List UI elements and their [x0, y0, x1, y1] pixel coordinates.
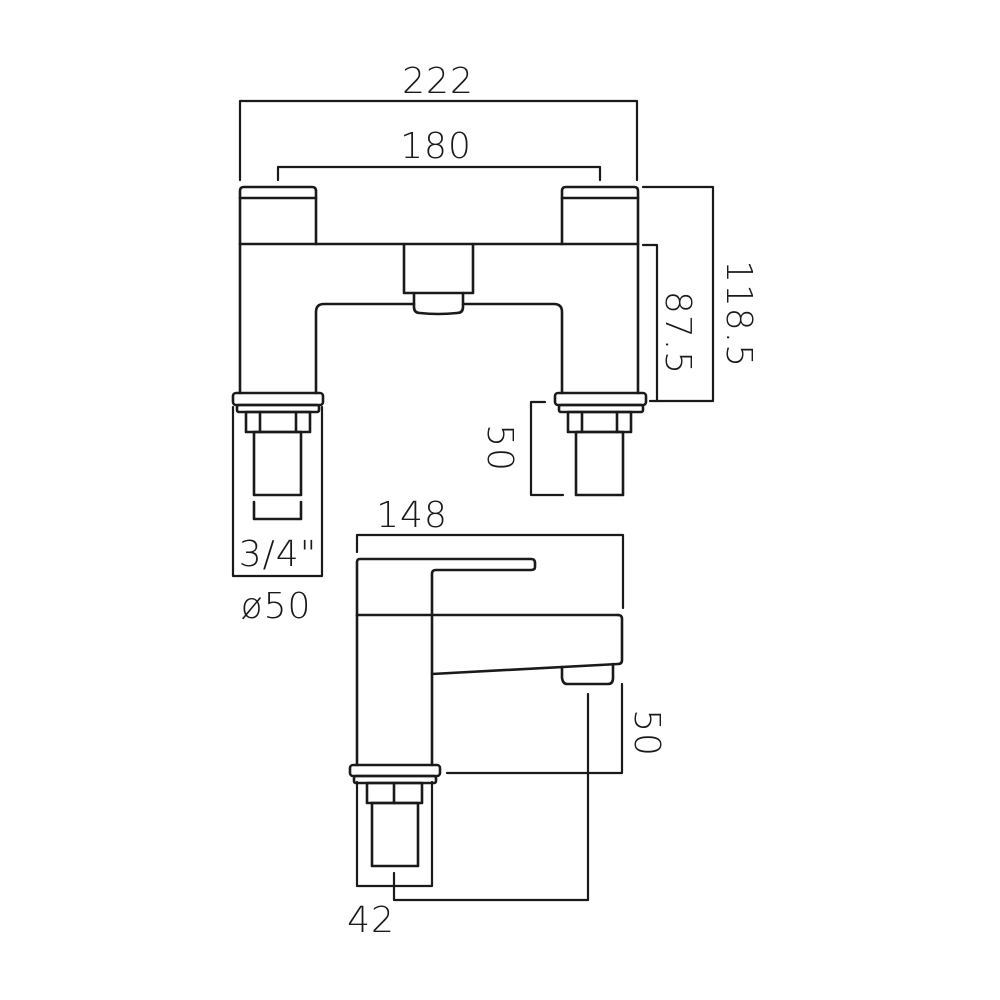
projection-label: 148: [376, 495, 448, 536]
left-handle: [238, 185, 318, 246]
bath-spout: [402, 242, 475, 316]
shank-length-dimension: 50: [479, 400, 565, 497]
base-diameter-label: ø50: [241, 586, 312, 627]
spout-clearance-label: 50: [626, 709, 667, 757]
basin-body: [355, 613, 624, 767]
right-handle: [560, 185, 640, 246]
basin-leg: [348, 763, 442, 888]
tap-centres-dimension: 180: [276, 126, 602, 182]
overall-width-label: 222: [402, 61, 474, 102]
tap-centres-label: 180: [400, 126, 472, 167]
spout-reach-dimension: 42: [347, 692, 590, 941]
overall-width-dimension: 222: [238, 61, 639, 182]
spout-height-label: 87.5: [657, 291, 698, 375]
lever-handle: [355, 557, 537, 617]
bridge-body: [238, 242, 640, 395]
spout-reach-label: 42: [347, 900, 395, 941]
basin-mixer-drawing: 148 50 42: [347, 495, 667, 941]
left-leg: 3/4" ø50: [231, 391, 325, 627]
overall-height-label: 118.5: [718, 260, 759, 368]
spout-height-dimension: 87.5: [641, 243, 698, 403]
thread-size-label: 3/4": [239, 534, 318, 575]
projection-dimension: 148: [355, 495, 625, 610]
overall-height-dimension: 118.5: [641, 185, 759, 403]
spout-clearance-dimension: 50: [445, 682, 667, 775]
shank-length-label: 50: [479, 424, 520, 472]
right-leg: [553, 391, 648, 497]
bath-filler-drawing: 222 180: [231, 61, 759, 627]
